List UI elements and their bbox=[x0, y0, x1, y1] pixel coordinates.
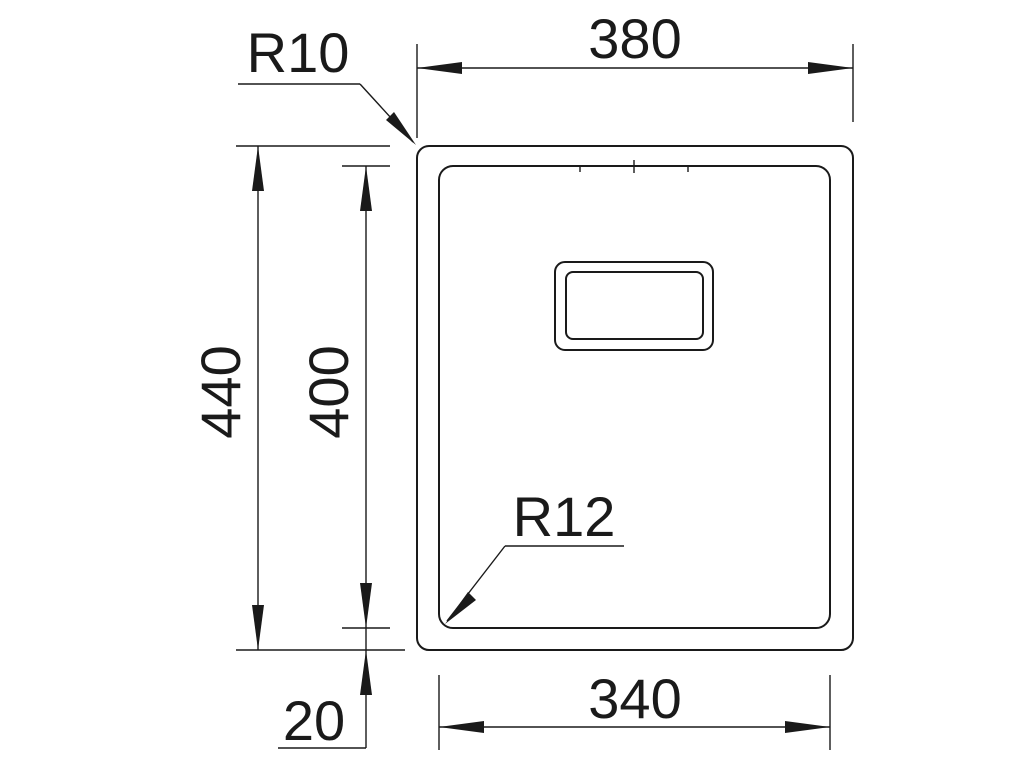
outer-corner-radius-label: R10 bbox=[247, 21, 350, 84]
dimension-bottom-offset: 20 bbox=[278, 628, 372, 752]
sink-outer-outline bbox=[416, 145, 854, 651]
drain-slot-inner bbox=[565, 271, 704, 340]
bowl-center-ticks bbox=[579, 160, 689, 173]
inner-corner-radius-label: R12 bbox=[513, 485, 616, 548]
bottom-offset-label: 20 bbox=[283, 689, 345, 752]
dimension-outer-width: 380 bbox=[416, 7, 854, 138]
inner-height-label: 400 bbox=[297, 345, 360, 438]
dimension-outer-height: 440 bbox=[189, 145, 405, 651]
radius-inner-callout: R12 bbox=[445, 485, 624, 624]
dimension-inner-width: 340 bbox=[438, 667, 831, 750]
dimension-inner-height: 400 bbox=[297, 165, 390, 629]
outer-width-label: 380 bbox=[588, 7, 681, 70]
outer-height-label: 440 bbox=[189, 345, 252, 438]
radius-outer-callout: R10 bbox=[238, 21, 416, 145]
inner-width-label: 340 bbox=[588, 667, 681, 730]
drain-slot-outer bbox=[554, 261, 714, 351]
sink-inner-bowl bbox=[438, 165, 831, 629]
